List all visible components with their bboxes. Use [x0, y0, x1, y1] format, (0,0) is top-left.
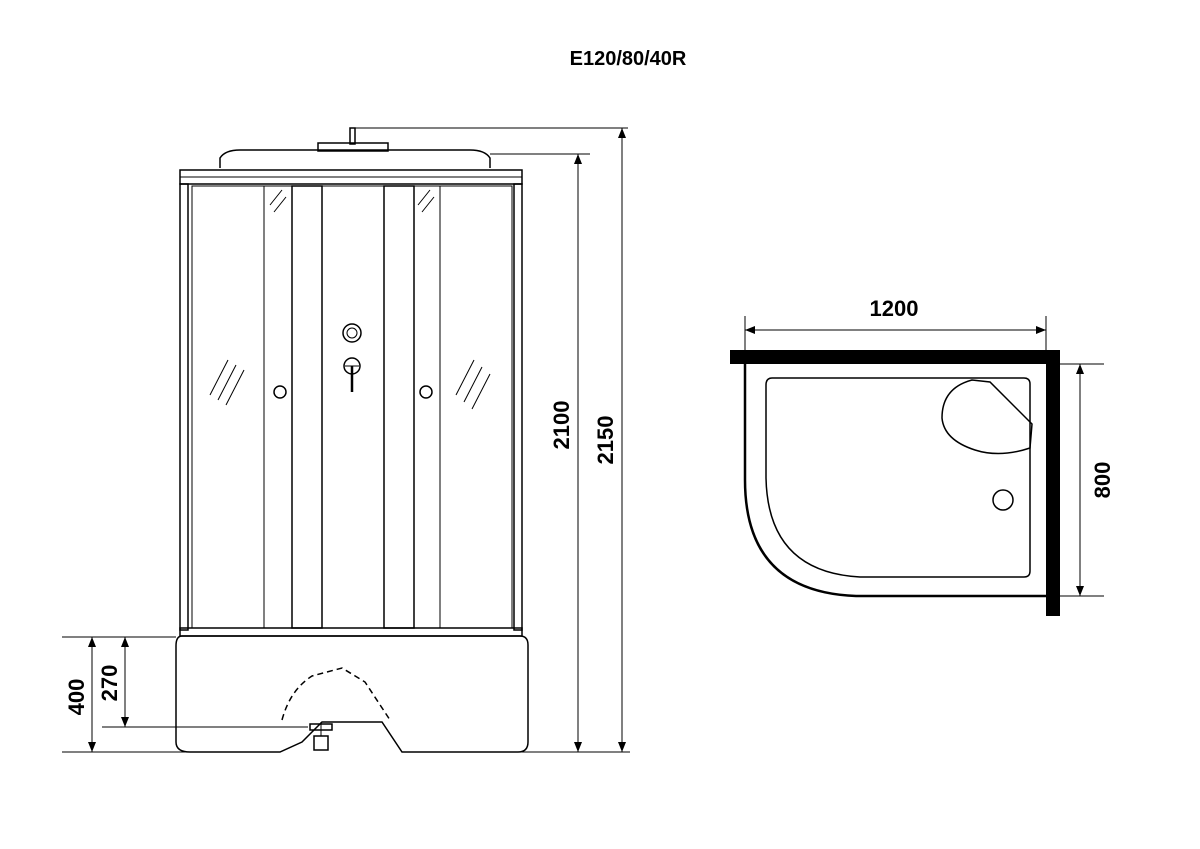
tray-height-label: 400 [64, 679, 89, 716]
center-back-panel [321, 185, 385, 629]
drain-hole [992, 489, 1014, 511]
right-side-frame [513, 183, 523, 631]
left-side-frame [179, 183, 189, 631]
front-dimensions: 2150 2100 400 270 [62, 127, 630, 753]
tray-inner-basin [765, 377, 1031, 578]
drain-fitting [313, 735, 329, 751]
back-wall [730, 350, 1060, 364]
tray-cutaway [281, 667, 391, 721]
width-label: 1200 [870, 296, 919, 321]
tray-seat [941, 379, 1033, 455]
tray-outer-outline [743, 364, 1046, 598]
left-door-glass [263, 185, 293, 629]
total-height-label: 2150 [593, 416, 618, 465]
mixer-knob-top [342, 323, 362, 343]
top-view: 1200 800 [730, 296, 1115, 616]
right-door-handle [419, 385, 433, 399]
roof-shower-pipe [349, 127, 356, 145]
model-title: E120/80/40R [570, 48, 687, 70]
tray-skirt [175, 635, 529, 753]
roof-cap [219, 149, 491, 168]
drain-height-label: 270 [97, 665, 122, 702]
bottom-frame [179, 627, 523, 637]
left-door-handle [273, 385, 287, 399]
right-door-glass [413, 185, 441, 629]
depth-label: 800 [1090, 462, 1115, 499]
center-left-post [291, 185, 323, 629]
cabin-height-label: 2100 [549, 401, 574, 450]
front-view [175, 127, 529, 753]
left-glass-panel [191, 185, 265, 629]
center-right-post [383, 185, 415, 629]
side-wall [1046, 364, 1060, 616]
roof-vent [317, 142, 389, 152]
right-glass-panel [439, 185, 513, 629]
